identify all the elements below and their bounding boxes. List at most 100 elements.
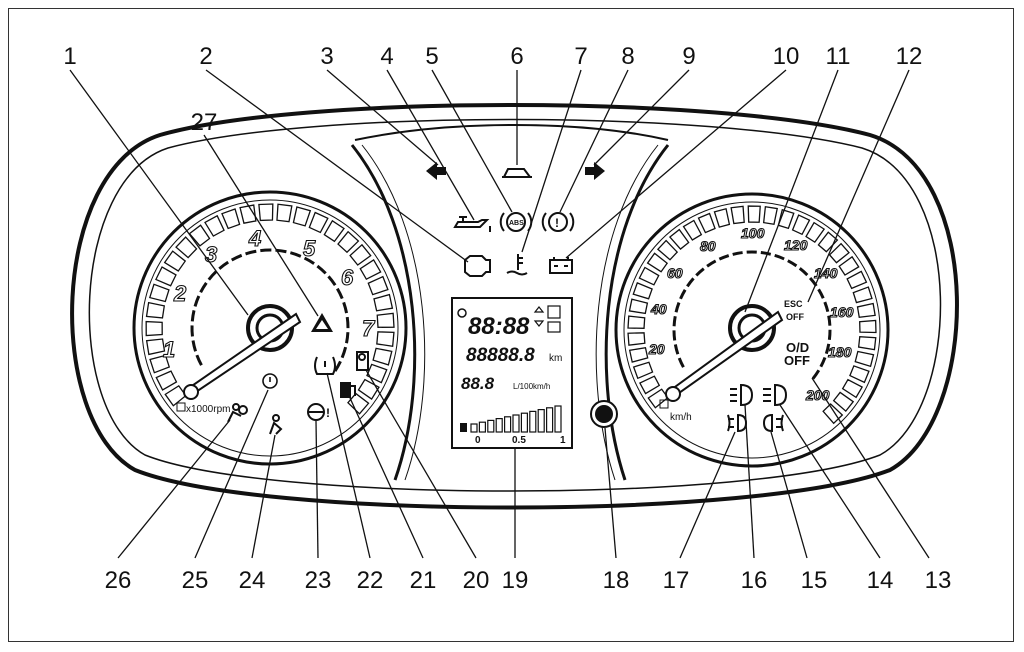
speed-scale-segment (639, 375, 661, 395)
tach-inner-dash (303, 256, 315, 265)
callout-22: 22 (357, 567, 384, 594)
esc-off-indicator-line1: ESC (784, 299, 803, 309)
tire-pressure-icon (314, 356, 336, 375)
lcd-bar-segment (478, 421, 486, 433)
speed-inner-dash (718, 254, 730, 261)
power-steering-icon: ! (307, 403, 330, 421)
multi-function-display: 88:88 88888.8 km 88.8 L/100km/h 0 0.5 1 (451, 297, 573, 449)
od-off-indicator-line1: O/D (786, 340, 809, 355)
tach-inner-dash (199, 282, 208, 294)
callout-13: 13 (925, 567, 952, 594)
speed-scale-segment (628, 298, 649, 315)
speed-tick-60: 60 (667, 265, 683, 281)
speed-scale-segment (822, 403, 844, 425)
speed-inner-dash (673, 344, 680, 355)
speed-scale-segment (632, 282, 653, 300)
od-off-indicator-line2: OFF (784, 353, 810, 368)
tach-scale-segment (145, 320, 163, 337)
airbag-warning-icon (227, 403, 248, 423)
speed-inner-dash (760, 251, 772, 256)
callout-8: 8 (621, 43, 634, 70)
tach-inner-dash (342, 301, 349, 314)
speed-scale-segment (747, 205, 761, 223)
callout-18: 18 (603, 567, 630, 594)
tach-inner-dash (340, 346, 348, 359)
lcd-bar-segment (487, 419, 495, 433)
tach-scale-segment (349, 243, 372, 266)
speedometer: 20 40 60 80 100 120 140 160 180 200 km/h… (614, 192, 890, 468)
speed-inner-dash (819, 356, 827, 368)
speed-inner-dash (824, 343, 831, 355)
speed-tick-80: 80 (700, 238, 716, 254)
speed-inner-dash (787, 259, 798, 268)
tach-inner-dash (345, 332, 350, 344)
callout-26: 26 (105, 567, 132, 594)
speed-scale-segment (682, 219, 703, 241)
speed-scale-segment (854, 350, 875, 368)
callout-2: 2 (199, 43, 212, 70)
tach-inner-dash (193, 295, 201, 307)
speed-scale-segment (805, 221, 826, 244)
speed-scale-segment (832, 391, 855, 413)
tach-tick-1: 1 (163, 337, 175, 362)
low-fuel-icon (340, 382, 356, 398)
speed-scale-segment (828, 242, 850, 264)
tach-inner-dash (260, 248, 272, 253)
speed-scale-segment (817, 231, 839, 253)
lcd-odometer-unit: km (549, 353, 562, 364)
speed-scale-segment (852, 286, 873, 304)
callout-17: 17 (663, 567, 690, 594)
tach-scale-segment (148, 283, 170, 303)
speed-scale-segment (791, 214, 811, 236)
speed-scale-segment (647, 388, 669, 409)
tach-scale-segment (155, 370, 178, 391)
tach-scale-segment (366, 363, 388, 384)
oil-pressure-icon (453, 216, 491, 232)
speed-inner-dash (798, 267, 809, 277)
speed-tick-200: 200 (805, 387, 830, 403)
door-open-car-icon (502, 168, 532, 178)
lcd-bar-segment (495, 418, 503, 433)
tach-inner-dash (275, 248, 287, 254)
lcd-scale-max: 1 (560, 435, 566, 446)
tach-scale-segment (258, 203, 274, 222)
trip-reset-knob[interactable] (590, 400, 618, 428)
turn-right-arrow-icon (585, 162, 605, 180)
tach-scale-segment (323, 219, 345, 243)
hood-line (354, 124, 669, 141)
tach-inner-dash (327, 275, 337, 286)
speed-scale-segment (730, 205, 745, 225)
abs-warning-icon: ABS (499, 212, 533, 232)
speed-tick-180: 180 (828, 344, 852, 360)
callout-7: 7 (574, 43, 587, 70)
tach-inner-dash (195, 354, 203, 366)
general-warning-icon (262, 373, 278, 389)
center-left-separator (350, 144, 417, 481)
speed-tick-20: 20 (648, 341, 665, 357)
tach-scale-segment (221, 208, 241, 230)
svg-text:ABS: ABS (509, 220, 524, 227)
tach-tick-6: 6 (341, 265, 354, 290)
turn-left-arrow-icon (426, 162, 446, 180)
tach-scale-segment (367, 275, 389, 296)
speed-tick-160: 160 (830, 304, 854, 320)
tach-scale-segment (188, 224, 211, 247)
lcd-scale-mid: 0.5 (512, 435, 526, 446)
tach-tick-5: 5 (303, 236, 316, 261)
speed-inner-dash (674, 302, 681, 313)
tach-scale-segment (164, 384, 187, 407)
tach-scale-segment (154, 266, 177, 287)
tach-inner-dash (336, 287, 344, 300)
speed-unit: km/h (670, 412, 692, 423)
master-warning-triangle-icon (311, 313, 333, 332)
lcd-consumption: 88.8 (461, 374, 495, 393)
speed-scale-segment (656, 239, 679, 261)
leader-lines (69, 69, 930, 559)
callout-6: 6 (510, 43, 523, 70)
tach-scale-segment (359, 259, 382, 281)
door-ajar-icon (356, 351, 369, 371)
speed-scale-segment (838, 255, 860, 276)
speed-scale-segment (762, 205, 779, 225)
center-left-separator-inner (361, 144, 426, 481)
